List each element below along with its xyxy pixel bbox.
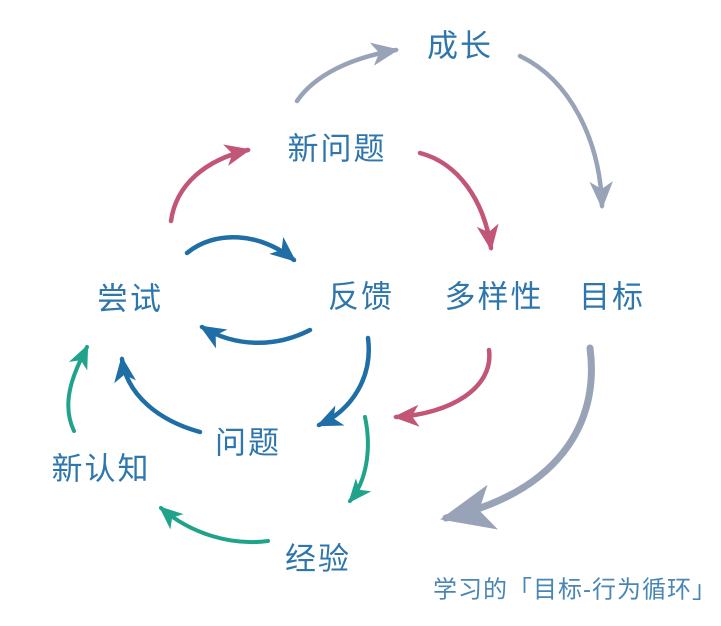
node-problem: 问题 (215, 425, 281, 461)
arrow-experience-to-new-cognition (158, 506, 270, 544)
diagram-caption: 学习的「目标-行为循环」 (433, 576, 717, 604)
arrow-problem-to-try (114, 356, 203, 435)
arrow-try-to-new-problem (168, 144, 251, 224)
node-try: 尝试 (97, 281, 163, 317)
node-experience: 经验 (285, 541, 351, 577)
arrow-diversity-to-problem (393, 347, 492, 427)
node-feedback: 反馈 (328, 279, 394, 315)
arrow-feedback-to-problem (316, 335, 371, 428)
arrow-feedback-to-try (199, 324, 313, 349)
arrow-growth-to-goal (517, 53, 613, 210)
node-goal: 目标 (579, 279, 645, 315)
arrow-problem-to-experience (348, 415, 372, 504)
arrow-new-problem-to-growth (294, 42, 400, 104)
arrow-new-cognition-to-try (66, 344, 89, 433)
arrow-goal-to-experience (440, 344, 595, 530)
node-growth: 成长 (427, 28, 493, 64)
node-new-problem: 新问题 (287, 131, 387, 167)
arrow-new-problem-to-diversity (417, 150, 499, 251)
arrow-try-to-feedback (184, 235, 297, 263)
node-diversity: 多样性 (444, 279, 544, 315)
node-new-cognition: 新认知 (51, 451, 151, 487)
